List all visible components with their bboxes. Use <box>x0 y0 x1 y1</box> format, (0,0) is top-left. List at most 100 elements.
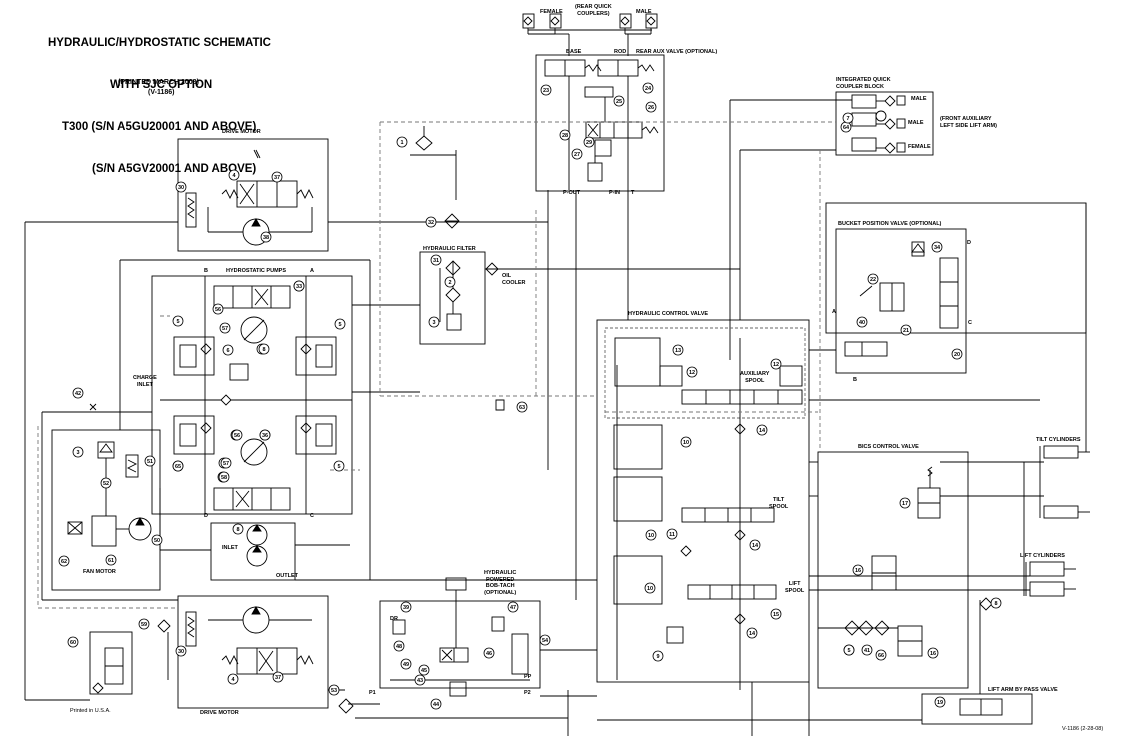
label-bucket-position-valve: BUCKET POSITION VALVE (OPTIONAL) <box>838 221 942 227</box>
printed-date: (PRINTED MARCH 2008) <box>118 79 199 86</box>
label-male-right: MALE <box>636 9 652 15</box>
callout-number: 47 <box>510 605 516 611</box>
callout-circle <box>990 597 1002 609</box>
callout-16: 16 <box>852 564 864 576</box>
callout-circle <box>540 84 552 96</box>
callout-28: 28 <box>559 129 571 141</box>
callout-circle <box>571 148 583 160</box>
callout-circle <box>400 601 412 613</box>
label-oil-cooler: OIL COOLER <box>502 273 526 286</box>
schematic-title: HYDRAULIC/HYDROSTATIC SCHEMATIC WITH SJC… <box>48 8 271 190</box>
callout-number: 49 <box>403 662 409 668</box>
callout-58: 58 <box>218 471 230 483</box>
callout-circle <box>900 324 912 336</box>
callout-62: 62 <box>58 555 70 567</box>
callout-number: 10 <box>647 586 653 592</box>
callout-circle <box>672 344 684 356</box>
callout-circle <box>934 696 946 708</box>
callout-number: 27 <box>574 152 580 158</box>
callout-12: 12 <box>686 366 698 378</box>
callout-number: 52 <box>103 481 109 487</box>
callout-circle <box>172 315 184 327</box>
callout-31: 31 <box>430 254 442 266</box>
callout-circle <box>842 112 854 124</box>
callout-circle <box>951 348 963 360</box>
callout-number: 57 <box>223 461 229 467</box>
callout-number: 30 <box>178 649 184 655</box>
callout-circle <box>652 650 664 662</box>
callout-8: 8 <box>258 343 270 355</box>
callout-number: 4 <box>232 173 236 179</box>
label-bpv-c: C <box>968 320 972 326</box>
label-hydraulic-control-valve: HYDRAULIC CONTROL VALVE <box>628 311 709 317</box>
callout-14: 14 <box>749 539 761 551</box>
callout-circle <box>260 231 272 243</box>
callout-44: 44 <box>430 698 442 710</box>
callout-circle <box>927 647 939 659</box>
callout-number: 61 <box>108 558 114 564</box>
callout-number: 28 <box>562 133 568 139</box>
callout-circle <box>559 129 571 141</box>
label-t: T <box>631 190 635 196</box>
callout-38: 38 <box>260 231 272 243</box>
callout-number: 58 <box>221 475 227 481</box>
callout-number: 12 <box>689 370 695 376</box>
callout-circle <box>231 429 243 441</box>
callout-number: 13 <box>675 348 681 354</box>
callout-number: 15 <box>773 612 779 618</box>
callout-circle <box>72 446 84 458</box>
callout-circle <box>867 273 879 285</box>
callout-8: 8 <box>990 597 1002 609</box>
callout-13: 13 <box>672 344 684 356</box>
label-hydraulic-filter: HYDRAULIC FILTER <box>423 246 476 252</box>
label-lift-spool: LIFT SPOOL <box>785 581 805 594</box>
callout-circle <box>680 436 692 448</box>
callout-27: 27 <box>571 148 583 160</box>
callout-number: 29 <box>586 140 592 146</box>
label-p2: P2 <box>524 690 531 696</box>
label-rear-aux-valve: REAR AUX VALVE (OPTIONAL) <box>636 49 718 55</box>
callout-8: 8 <box>232 523 244 535</box>
callout-14: 14 <box>746 627 758 639</box>
label-hydrostatic-pumps: HYDROSTATIC PUMPS <box>226 268 286 274</box>
callout-circle <box>219 322 231 334</box>
callout-circle <box>686 366 698 378</box>
callout-circle <box>418 664 430 676</box>
callout-12: 12 <box>770 358 782 370</box>
callout-number: 34 <box>934 245 941 251</box>
label-base: BASE <box>566 49 582 55</box>
callout-number: 38 <box>263 235 269 241</box>
label-bob-tach: HYDRAULIC POWERED BOB-TACH (OPTIONAL) <box>484 570 517 596</box>
callout-number: 36 <box>262 433 268 439</box>
callout-54: 54 <box>539 634 551 646</box>
callout-circle <box>428 316 440 328</box>
callout-30: 30 <box>175 181 187 193</box>
title-line-4: (S/N A5GV20001 AND ABOVE) <box>92 163 257 175</box>
callout-circle <box>218 471 230 483</box>
callout-6: 6 <box>222 344 234 356</box>
callout-36: 36 <box>259 429 271 441</box>
callout-circle <box>414 674 426 686</box>
callout-circle <box>67 636 79 648</box>
callout-circle <box>72 387 84 399</box>
callout-circle <box>271 171 283 183</box>
callout-circle <box>645 529 657 541</box>
label-coupler-male-2: MALE <box>908 120 924 126</box>
title-line-1: HYDRAULIC/HYDROSTATIC SCHEMATIC <box>48 37 271 49</box>
label-drive-motor-top: DRIVE MOTOR <box>222 129 261 135</box>
callout-number: 30 <box>178 185 184 191</box>
callout-circle <box>333 460 345 472</box>
callout-number: 51 <box>147 459 153 465</box>
callout-63: 63 <box>516 401 528 413</box>
label-rear-quick-couplers: (REAR QUICK COUPLERS) <box>575 4 612 17</box>
label-pump-a: A <box>310 268 314 274</box>
callout-number: 10 <box>683 440 689 446</box>
callout-number: 40 <box>859 320 865 326</box>
callout-number: 66 <box>878 653 884 659</box>
callout-circle <box>58 555 70 567</box>
callout-19: 19 <box>934 696 946 708</box>
callout-number: 65 <box>175 464 181 470</box>
callout-22: 22 <box>867 273 879 285</box>
callout-number: 50 <box>154 538 160 544</box>
callout-47: 47 <box>507 601 519 613</box>
